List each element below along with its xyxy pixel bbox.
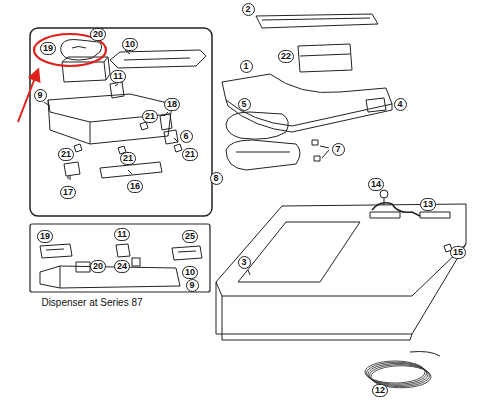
callout-number: 25: [182, 230, 198, 243]
callout-number: 11: [114, 228, 130, 241]
callout-number: 14: [368, 178, 384, 191]
callout-number: 22: [278, 50, 294, 63]
callout-number: 10: [122, 38, 138, 51]
bracket-part: [172, 246, 202, 260]
main-top: [216, 204, 466, 340]
callout-number: 15: [450, 246, 466, 259]
control-panel: [222, 74, 392, 132]
callout-number: 24: [114, 260, 130, 273]
callout-number: 17: [60, 186, 76, 199]
callout-number: 20: [90, 260, 106, 273]
inset-frame: [30, 28, 212, 216]
screw-part: [74, 122, 182, 154]
callout-number: 9: [186, 279, 199, 292]
dispenser-cap-detail: [72, 47, 86, 49]
dispenser-tray: [48, 94, 172, 144]
callout-number: 21: [120, 152, 136, 165]
dispenser-cup: [76, 262, 90, 272]
callout-number: 3: [238, 256, 251, 269]
dispenser-cap: [40, 244, 72, 258]
callout-number: 6: [180, 130, 193, 143]
callout-number: 4: [394, 98, 407, 111]
screw-part: [312, 140, 329, 161]
caption-text: Dispenser at Series 87: [39, 297, 144, 308]
callout-number: 13: [420, 198, 436, 211]
clip-part: [164, 130, 178, 144]
small-part: [132, 258, 140, 266]
leader-line: [248, 270, 250, 275]
callout-number: 7: [332, 143, 345, 156]
cord-coil: [368, 363, 428, 385]
callout-number: 11: [110, 70, 126, 83]
callout-number: 19: [40, 42, 56, 55]
callout-number: 20: [90, 28, 106, 41]
callout-number: 21: [58, 148, 74, 161]
callout-number: 21: [142, 110, 158, 123]
wire-harness: [372, 203, 420, 216]
bracket-part: [298, 44, 352, 72]
spring-part: [116, 244, 130, 257]
callout-number: 19: [37, 230, 53, 243]
callout-number: 2: [242, 3, 255, 16]
callout-number: 1: [240, 60, 253, 73]
dispenser-lid: [110, 50, 206, 68]
callout-number: 5: [238, 98, 251, 111]
callout-number: 21: [182, 148, 198, 161]
callout-number: 8: [210, 172, 223, 185]
callout-number: 16: [127, 180, 143, 193]
top-opening: [238, 222, 360, 282]
leader-line: [44, 50, 178, 179]
callout-number: 18: [164, 98, 180, 111]
leader-line: [384, 198, 385, 205]
callout-number: 10: [182, 266, 198, 279]
valve-part: [160, 114, 172, 130]
hinge-part: [64, 162, 80, 180]
dispenser-tray: [40, 266, 180, 288]
trim-strip: [256, 14, 378, 28]
lid-part: [226, 112, 288, 139]
power-cord: [410, 352, 440, 357]
grommet: [380, 190, 388, 198]
callout-number: 9: [34, 89, 47, 102]
inset-frame: [30, 224, 210, 292]
cord-coil: [367, 362, 427, 384]
switch-part: [366, 98, 386, 112]
tray-part: [226, 140, 300, 170]
callout-number: 12: [372, 384, 388, 397]
power-cord: [410, 352, 440, 357]
dispenser-cup: [62, 57, 110, 82]
